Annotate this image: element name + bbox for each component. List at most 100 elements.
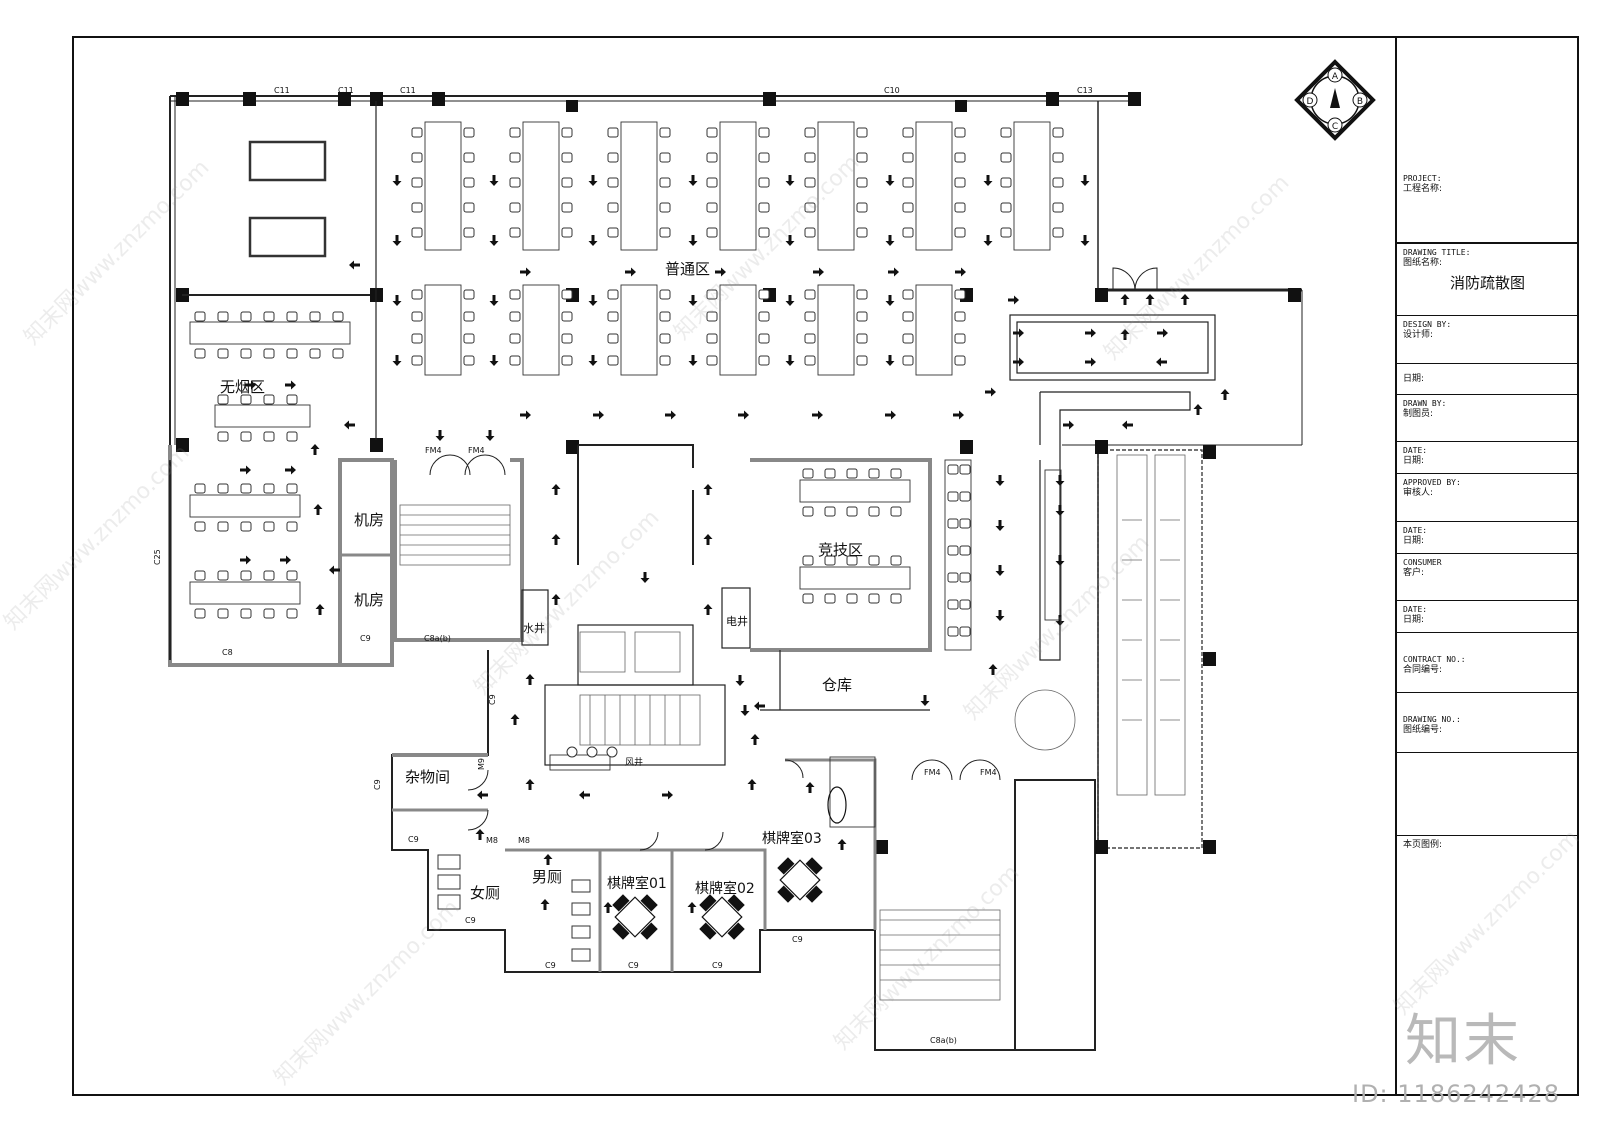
- code-c11-3: C11: [400, 86, 416, 95]
- evacuation-arrow: [315, 604, 325, 615]
- evacuation-arrow: [1122, 420, 1133, 430]
- chair: [824, 468, 836, 479]
- code-c9-6: C9: [545, 961, 556, 970]
- chair: [286, 311, 298, 322]
- chair: [902, 227, 914, 238]
- chair: [217, 311, 229, 322]
- tb-contract: CONTRACT NO.: 合同编号:: [1397, 633, 1578, 693]
- evacuation-arrow: [785, 295, 795, 306]
- evacuation-arrow: [588, 355, 598, 366]
- chair: [561, 311, 573, 322]
- evacuation-arrow: [687, 902, 697, 913]
- evacuation-arrow: [1157, 328, 1168, 338]
- chair: [659, 311, 671, 322]
- chair: [286, 483, 298, 494]
- chair: [463, 333, 475, 344]
- room-labels: 普通区 无烟区 竞技区 机房 机房 水井 电井 仓库 杂物间 女厕 男厕 棋牌室…: [220, 260, 863, 902]
- chair: [846, 555, 858, 566]
- chair: [856, 333, 868, 344]
- evacuation-arrow: [785, 355, 795, 366]
- chair: [263, 311, 275, 322]
- evacuation-arrow: [344, 420, 355, 430]
- chair: [463, 127, 475, 138]
- chair: [263, 483, 275, 494]
- chair: [240, 608, 252, 619]
- compass-b: B: [1357, 97, 1363, 107]
- chair: [463, 177, 475, 188]
- tb-date-3-en: DATE:: [1403, 526, 1428, 535]
- chair: [463, 227, 475, 238]
- chair: [263, 431, 275, 442]
- label-general-area: 普通区: [665, 260, 710, 278]
- evacuation-arrow: [985, 387, 996, 397]
- chair: [804, 152, 816, 163]
- chair: [561, 333, 573, 344]
- chair: [824, 506, 836, 517]
- tb-drawing-title-cn: 图纸名称:: [1403, 258, 1443, 268]
- chair: [1052, 227, 1064, 238]
- chair: [509, 355, 521, 366]
- tb-consumer-cn: 客户:: [1403, 568, 1425, 578]
- chair: [706, 355, 718, 366]
- chair: [758, 333, 770, 344]
- evacuation-arrow: [525, 674, 535, 685]
- chair: [824, 555, 836, 566]
- chair: [561, 202, 573, 213]
- tb-consumer: CONSUMER 客户:: [1397, 554, 1578, 601]
- label-water-shaft: 水井: [523, 621, 545, 635]
- drawing-frame: [72, 36, 1579, 1096]
- tb-date-3-cn: 日期:: [1403, 536, 1425, 546]
- chair: [947, 599, 959, 610]
- chair: [659, 333, 671, 344]
- evacuation-arrow: [520, 267, 531, 277]
- evacuation-arrow: [625, 267, 636, 277]
- label-storage: 仓库: [822, 676, 852, 694]
- chair: [802, 506, 814, 517]
- evacuation-arrow: [285, 465, 296, 475]
- code-c11-2: C11: [338, 86, 354, 95]
- chair: [1052, 127, 1064, 138]
- chair: [561, 177, 573, 188]
- chair: [856, 355, 868, 366]
- evacuation-arrow: [1055, 615, 1065, 626]
- compass-icon: A B C D: [1294, 59, 1376, 141]
- code-c8ab-2: C8a(b): [930, 1036, 957, 1045]
- chair: [868, 555, 880, 566]
- evacuation-arrow: [885, 235, 895, 246]
- code-c11-1: C11: [274, 86, 290, 95]
- evacuation-arrow: [1055, 505, 1065, 516]
- chair: [954, 177, 966, 188]
- tb-drawn-cn: 制图员:: [1403, 409, 1434, 419]
- chair: [659, 127, 671, 138]
- chair: [509, 333, 521, 344]
- code-c9-4: C9: [408, 835, 419, 844]
- evacuation-arrow: [995, 610, 1005, 621]
- chair: [411, 333, 423, 344]
- chair: [240, 521, 252, 532]
- chair: [868, 506, 880, 517]
- chair: [659, 152, 671, 163]
- chair: [954, 227, 966, 238]
- evacuation-arrow: [485, 430, 495, 441]
- evacuation-arrow: [392, 355, 402, 366]
- chair: [758, 227, 770, 238]
- evacuation-arrows: [240, 175, 1230, 913]
- tb-legend: 本页图例:: [1397, 835, 1578, 859]
- chair: [758, 355, 770, 366]
- label-men-toilet: 男厕: [532, 868, 562, 886]
- chair: [706, 127, 718, 138]
- tb-drawing-no-en: DRAWING NO.:: [1403, 715, 1461, 724]
- chair: [856, 289, 868, 300]
- evacuation-arrow: [785, 235, 795, 246]
- chair: [607, 177, 619, 188]
- code-c9-7: C9: [628, 961, 639, 970]
- chair: [947, 572, 959, 583]
- chair: [332, 348, 344, 359]
- chair: [954, 311, 966, 322]
- evacuation-arrow: [688, 295, 698, 306]
- code-fm4-2: FM4: [468, 446, 485, 455]
- chair: [758, 177, 770, 188]
- chair: [706, 289, 718, 300]
- chair: [1000, 177, 1012, 188]
- chair: [856, 202, 868, 213]
